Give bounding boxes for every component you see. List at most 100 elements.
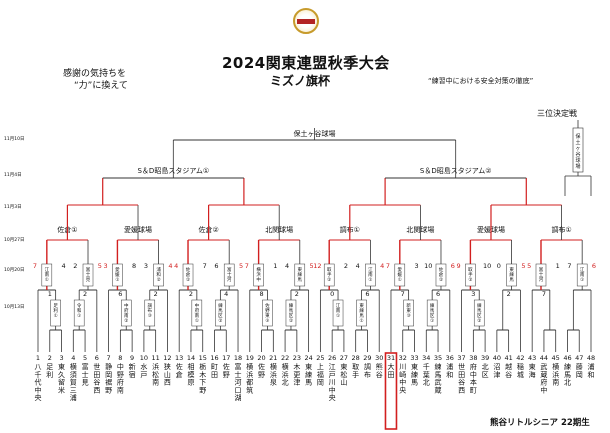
match-box <box>120 299 132 327</box>
svg-text:馬: 馬 <box>564 371 571 379</box>
svg-text:新: 新 <box>129 362 136 371</box>
svg-text:央: 央 <box>35 393 42 402</box>
svg-text:富: 富 <box>82 362 89 371</box>
svg-text:稲: 稲 <box>517 362 524 371</box>
svg-text:本: 本 <box>470 378 477 387</box>
score-label: 5 <box>521 262 525 270</box>
svg-text:①: ① <box>580 277 584 283</box>
svg-text:中: 中 <box>399 378 406 387</box>
svg-text:江: 江 <box>336 302 341 309</box>
round-box-label: 江南① <box>368 266 373 283</box>
team-name: 横浜北 <box>282 362 289 387</box>
team-number: 13 <box>175 354 183 362</box>
svg-text:馬: 馬 <box>359 313 364 319</box>
svg-text:横: 横 <box>256 266 261 273</box>
team-number: 17 <box>222 354 230 362</box>
team-name: 越谷 <box>505 362 512 379</box>
match-box <box>215 299 226 327</box>
score-label: 7 <box>203 262 207 270</box>
svg-text:中: 中 <box>124 302 129 309</box>
svg-text:久: 久 <box>58 370 65 379</box>
svg-text:河: 河 <box>539 276 544 283</box>
svg-text:横: 横 <box>246 362 253 371</box>
team-name: 東練馬 <box>411 362 418 387</box>
svg-text:調: 調 <box>148 302 153 309</box>
svg-text:①: ① <box>430 318 434 324</box>
svg-text:江: 江 <box>368 266 373 273</box>
svg-text:球: 球 <box>575 157 580 164</box>
svg-text:愛: 愛 <box>115 266 120 273</box>
score-label: 0 <box>497 262 501 270</box>
match-box-label: 江南① <box>336 302 341 319</box>
svg-text:富: 富 <box>227 266 232 273</box>
score-label: 2 <box>189 290 193 298</box>
round-box <box>182 263 194 287</box>
team-name: 横浜南 <box>552 362 559 387</box>
svg-text:武: 武 <box>540 362 547 371</box>
score-label: 4 <box>285 262 289 270</box>
svg-text:東: 東 <box>298 266 303 273</box>
team-name: 佐野 <box>223 362 230 379</box>
svg-text:士: 士 <box>235 370 242 379</box>
score-label: 10 <box>424 262 432 270</box>
svg-text:練: 練 <box>477 302 482 309</box>
match-box <box>262 299 273 327</box>
svg-text:倉: 倉 <box>439 271 444 278</box>
svg-text:和: 和 <box>156 271 161 278</box>
round-box <box>82 263 94 287</box>
team-number: 8 <box>118 354 122 362</box>
svg-text:②: ② <box>157 277 161 283</box>
svg-text:中: 中 <box>329 385 336 394</box>
svg-text:②: ② <box>218 318 222 324</box>
svg-text:①: ① <box>368 277 372 283</box>
svg-text:福: 福 <box>317 370 324 379</box>
round-box <box>435 263 447 287</box>
team-name: 横浜泉 <box>270 362 277 387</box>
svg-text:和: 和 <box>77 307 82 314</box>
round-box <box>112 263 123 287</box>
svg-text:野: 野 <box>265 307 270 314</box>
svg-text:北: 北 <box>423 379 430 387</box>
team-number: 1 <box>36 354 40 362</box>
svg-text:田: 田 <box>211 371 218 379</box>
svg-text:岡: 岡 <box>105 371 112 379</box>
svg-text:馬: 馬 <box>435 371 442 379</box>
svg-text:①: ① <box>336 313 340 319</box>
svg-text:富: 富 <box>86 266 91 273</box>
team-number: 10 <box>140 354 148 362</box>
team-number: 28 <box>352 354 360 362</box>
score-label: 8 <box>132 262 136 270</box>
svg-text:手: 手 <box>352 370 359 379</box>
round-box-label: 愛媛① <box>115 266 120 283</box>
svg-text:練: 練 <box>298 271 303 278</box>
svg-text:崎: 崎 <box>399 370 406 379</box>
round-box <box>506 263 517 287</box>
date-label: 11月4日 <box>4 172 22 178</box>
svg-text:海: 海 <box>529 370 536 379</box>
svg-text:府: 府 <box>117 378 124 387</box>
svg-text:松: 松 <box>340 370 347 379</box>
svg-text:代: 代 <box>35 378 42 387</box>
svg-text:泉: 泉 <box>270 378 277 387</box>
svg-text:佐: 佐 <box>258 362 265 371</box>
venue-final: 保土ヶ谷球場 <box>294 129 336 138</box>
team-number: 14 <box>187 354 195 362</box>
team-name: 稲城 <box>517 362 524 379</box>
svg-text:①: ① <box>45 277 49 283</box>
team-number: 42 <box>516 354 524 362</box>
svg-text:上: 上 <box>317 362 324 371</box>
svg-text:見: 見 <box>82 379 89 387</box>
team-name: 町田 <box>211 363 218 379</box>
team-name: 富士見 <box>82 362 89 387</box>
svg-text:馬: 馬 <box>289 308 294 314</box>
page-subtitle: ミズノ旗杯 <box>270 74 331 88</box>
team-number: 34 <box>422 354 430 362</box>
svg-text:和: 和 <box>588 370 595 379</box>
